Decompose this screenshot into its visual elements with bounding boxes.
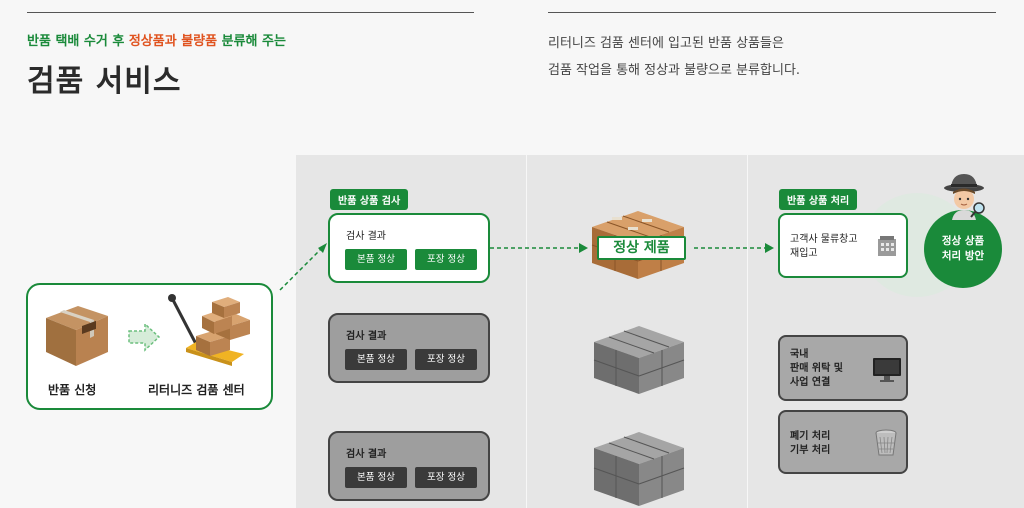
normal-product-label: 정상 제품 bbox=[597, 236, 686, 260]
flow-arrow-to-inspection bbox=[279, 243, 327, 291]
flow-arrow-to-processing bbox=[694, 243, 774, 253]
return-box-icon bbox=[46, 306, 108, 366]
option-line-3: 사업 연결 bbox=[790, 377, 831, 388]
option-line-1: 폐기 처리 bbox=[790, 431, 831, 442]
subtitle-part-2: 분류해 주는 bbox=[217, 34, 286, 49]
top-rule-left bbox=[27, 12, 474, 13]
product-normal-button[interactable]: 본품 정상 bbox=[345, 467, 407, 488]
gray-boxes-icon bbox=[593, 326, 685, 394]
badge-line-2: 처리 방안 bbox=[941, 250, 985, 262]
monitor-icon bbox=[873, 358, 901, 382]
option-line-2: 재입고 bbox=[790, 248, 818, 259]
inspection-result-label: 검사 결과 bbox=[346, 331, 387, 342]
subtitle-highlight: 정상품과 불량품 bbox=[128, 34, 218, 49]
trash-bin-icon bbox=[875, 429, 897, 456]
product-normal-button[interactable]: 본품 정상 bbox=[345, 249, 407, 270]
gray-boxes-icon bbox=[593, 432, 685, 506]
subtitle-part-1: 반품 택배 수거 후 bbox=[27, 34, 129, 49]
inspection-card-active[interactable]: 검사 결과 본품 정상 포장 정상 bbox=[328, 213, 490, 283]
top-rule-right bbox=[548, 12, 996, 13]
inspection-card-3[interactable]: 검사 결과 본품 정상 포장 정상 bbox=[328, 431, 490, 501]
inspection-center-label: 리터니즈 검품 센터 bbox=[148, 383, 245, 397]
arrow-right-icon bbox=[128, 322, 161, 352]
inspection-card-2[interactable]: 검사 결과 본품 정상 포장 정상 bbox=[328, 313, 490, 383]
package-normal-button[interactable]: 포장 정상 bbox=[415, 467, 477, 488]
warehouse-restock-option[interactable]: 고객사 물류창고 재입고 bbox=[778, 213, 908, 278]
package-normal-button[interactable]: 포장 정상 bbox=[415, 249, 477, 270]
inspection-result-label: 검사 결과 bbox=[346, 449, 387, 460]
page-title: 검품 서비스 bbox=[27, 64, 182, 99]
domestic-sales-option[interactable]: 국내 판매 위탁 및 사업 연결 bbox=[778, 335, 908, 401]
processing-tag: 반품 상품 처리 bbox=[779, 189, 858, 210]
inspection-result-label: 검사 결과 bbox=[346, 231, 386, 242]
detective-icon bbox=[944, 174, 985, 220]
disposal-donation-option[interactable]: 폐기 처리 기부 처리 bbox=[778, 410, 908, 474]
package-normal-button[interactable]: 포장 정상 bbox=[415, 349, 477, 370]
product-normal-button[interactable]: 본품 정상 bbox=[345, 349, 407, 370]
description-line-1: 리터니즈 검품 센터에 입고된 반품 상품들은 bbox=[548, 36, 784, 51]
option-line-1: 고객사 물류창고 bbox=[790, 234, 858, 245]
page-subtitle: 반품 택배 수거 후 정상품과 불량품 분류해 주는 bbox=[27, 30, 286, 49]
badge-line-1: 정상 상품 bbox=[941, 235, 985, 247]
option-line-2: 기부 처리 bbox=[790, 445, 831, 456]
normal-product-handling-badge: 정상 상품 처리 방안 bbox=[924, 210, 1002, 288]
page-description: 리터니즈 검품 센터에 입고된 반품 상품들은 검품 작업을 통해 정상과 불량… bbox=[548, 30, 800, 84]
flow-arrow-to-result bbox=[490, 243, 588, 253]
option-line-1: 국내 bbox=[790, 349, 809, 360]
warehouse-icon bbox=[878, 236, 896, 256]
return-request-label: 반품 신청 bbox=[48, 383, 97, 397]
option-line-2: 판매 위탁 및 bbox=[790, 363, 843, 374]
description-line-2: 검품 작업을 통해 정상과 불량으로 분류합니다. bbox=[548, 63, 801, 78]
inspection-tag: 반품 상품 검사 bbox=[330, 189, 409, 210]
pallet-boxes-icon bbox=[168, 294, 250, 366]
